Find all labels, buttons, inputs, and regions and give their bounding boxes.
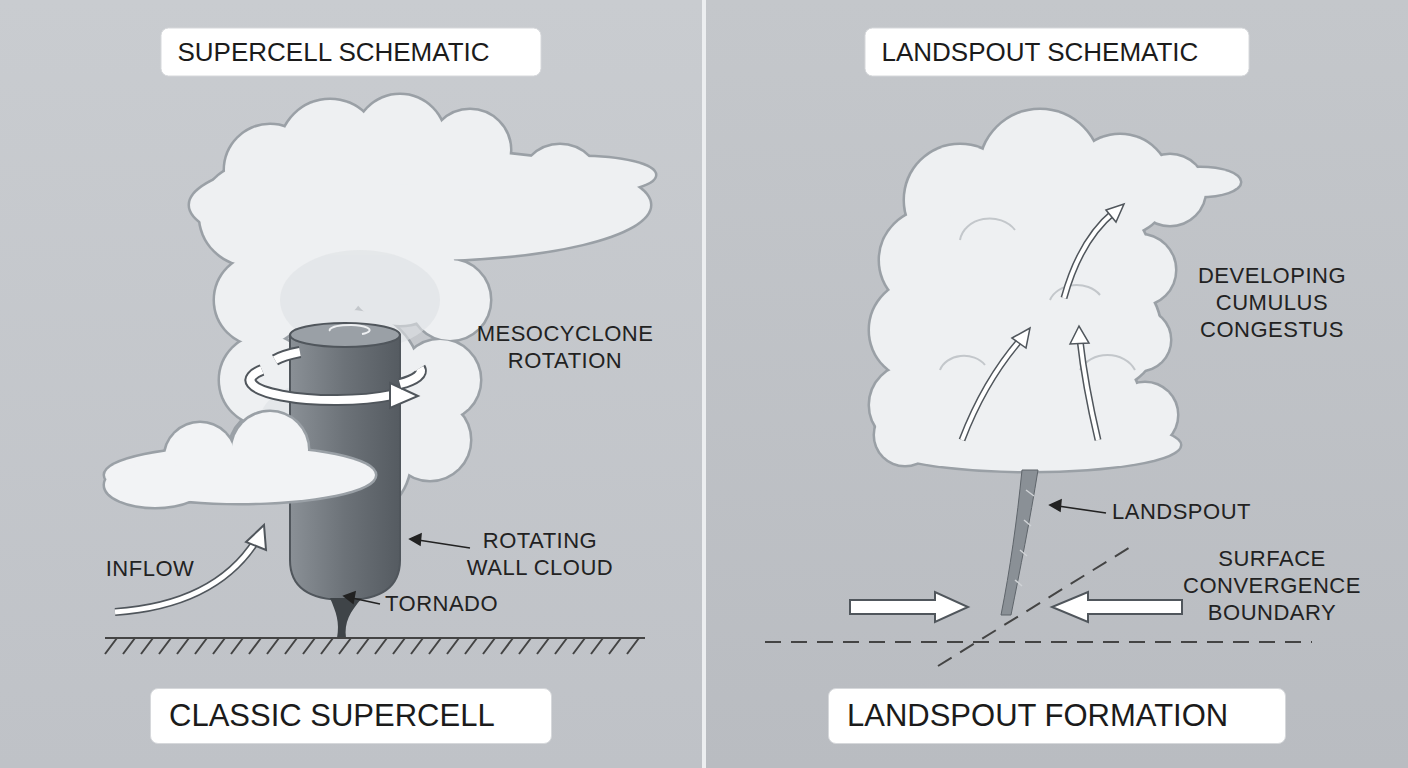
drawing-part [250, 370, 392, 400]
arrow-label: INFLOW [106, 555, 195, 582]
drawing-part [1050, 285, 1100, 300]
drawing-part [960, 218, 1015, 240]
part-label: ROTATING WALL CLOUD [465, 527, 615, 581]
drawing-part [105, 412, 375, 507]
drawing-part [1080, 340, 1098, 440]
drawing-part [940, 218, 1135, 370]
box-text: SUPERCELL SCHEMATIC [178, 37, 525, 68]
drawing-part [105, 637, 645, 639]
header-box: SUPERCELL SCHEMATIC [161, 28, 542, 77]
drawing-part [1058, 506, 1106, 513]
drawing-part [870, 110, 1240, 471]
drawing-part [1064, 212, 1114, 298]
drawing-part [246, 525, 266, 550]
drawing-part [1080, 355, 1135, 370]
drawing-part [280, 250, 440, 350]
drawing-part [250, 370, 392, 400]
drawing-part [1080, 340, 1098, 440]
drawing-part [1001, 470, 1038, 615]
rotation-arrow [250, 352, 420, 408]
drawing-part [344, 592, 355, 603]
drawing-part [400, 368, 421, 384]
drawing-part [1064, 212, 1114, 298]
drawing-part [105, 638, 639, 654]
drawing-part [410, 534, 421, 545]
drawing-part [1106, 204, 1124, 222]
drawing-part [1070, 326, 1089, 344]
part-label: DEVELOPING CUMULUS CONGESTUS [1198, 262, 1346, 343]
box-text: LANDSPOUT FORMATION [847, 698, 1267, 734]
updraft-arrows [962, 204, 1124, 440]
drawing-part [352, 598, 380, 604]
tornado-funnel [330, 598, 362, 638]
drawing-part [765, 641, 1312, 643]
convergence-arrows [850, 592, 1182, 622]
drawing-part [962, 338, 1022, 440]
drawing-part [1012, 328, 1030, 348]
drawing-part [1050, 500, 1061, 511]
ground-line [105, 638, 645, 654]
panel-divider [702, 0, 706, 768]
drawing-part [940, 356, 985, 370]
caption-box: LANDSPOUT FORMATION [828, 688, 1286, 744]
drawing-part [870, 110, 1240, 471]
part-label: TORNADO [385, 590, 498, 617]
header-box: LANDSPOUT SCHEMATIC [865, 28, 1250, 77]
caption-box: CLASSIC SUPERCELL [150, 688, 552, 744]
drawing-part [290, 323, 400, 347]
drawing-part [275, 352, 300, 360]
right-panel [706, 0, 1408, 768]
cumulus-cloud [870, 110, 1240, 471]
drawing-part [1052, 592, 1182, 622]
drawing-part [275, 352, 300, 360]
drawing-part [850, 592, 968, 622]
drawing-part [962, 338, 1022, 440]
wall-cloud-shelf [105, 412, 375, 507]
landspout-funnel [1001, 470, 1038, 615]
drawing-part [330, 325, 370, 334]
box-text: LANDSPOUT SCHEMATIC [882, 37, 1233, 68]
part-label: MESOCYCLONE ROTATION [477, 320, 654, 374]
drawing-part [1015, 490, 1034, 586]
drawing-part [105, 412, 375, 507]
part-label: LANDSPOUT [1112, 498, 1251, 525]
box-text: CLASSIC SUPERCELL [169, 698, 533, 734]
drawing-part [400, 368, 421, 384]
drawing-part [418, 540, 470, 548]
leader-lines [344, 500, 1106, 604]
part-label: SURFACE CONVERGENCE BOUNDARY [1183, 545, 1361, 626]
